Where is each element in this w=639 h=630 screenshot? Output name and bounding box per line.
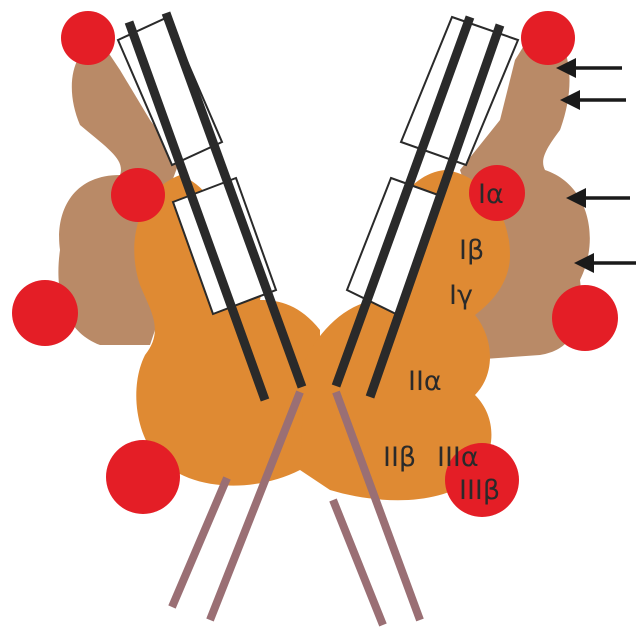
label-ia: Iα: [478, 179, 504, 210]
red-node-low-left: [12, 280, 78, 346]
label-ig: Iγ: [449, 280, 473, 311]
red-node-mid-left: [111, 168, 165, 222]
label-ib: Iβ: [459, 235, 484, 266]
label-iib: IIβ: [383, 442, 416, 473]
red-node-low-right: [552, 285, 618, 351]
red-node-bottom-left: [106, 440, 180, 514]
label-iia: IIα: [408, 366, 442, 397]
label-iiia: IIIα: [437, 442, 479, 473]
tail-right-short: [333, 500, 383, 625]
red-node-top-left: [61, 11, 115, 65]
arrow-2: [560, 90, 626, 110]
label-iiib: IIIβ: [459, 475, 500, 506]
red-node-top-right: [521, 11, 575, 65]
